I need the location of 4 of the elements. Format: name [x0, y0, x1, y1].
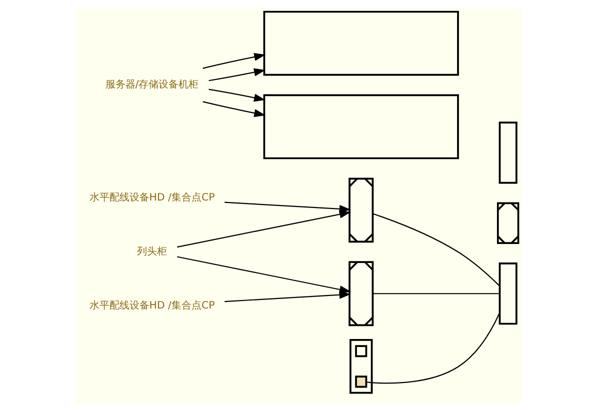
node-text: 服务器/存储设备机柜 [104, 80, 198, 91]
node-text: 水平配线设备HD /集合点CP [88, 192, 214, 204]
node-text: 水平配线设备HD /集合点CP [88, 300, 214, 312]
node-text: 列头柜 [136, 246, 167, 258]
